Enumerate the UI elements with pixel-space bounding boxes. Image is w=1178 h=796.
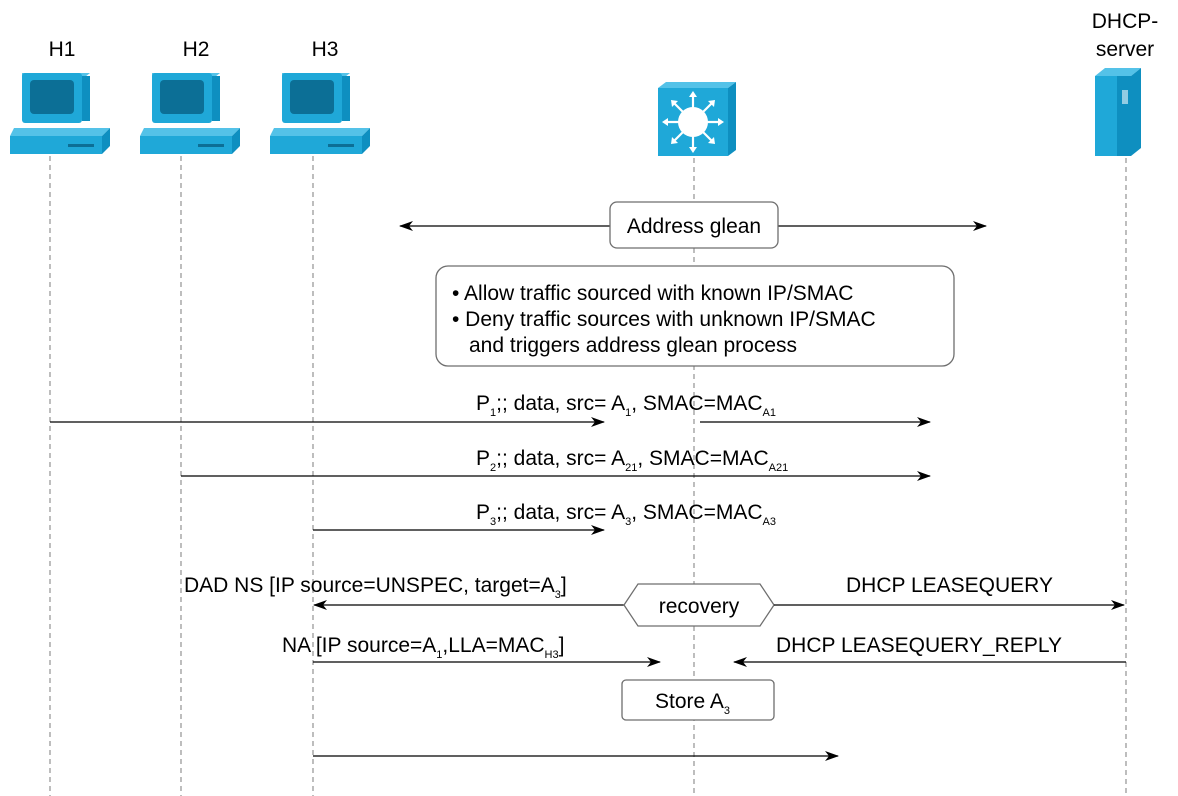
message-p3-label: P3;; data, src= A3, SMAC=MACA3 — [476, 501, 776, 528]
message-p2-label: P2;; data, src= A21, SMAC=MACA21 — [476, 447, 788, 474]
store-label: Store A3 — [655, 690, 730, 717]
policy-line-trigger: and triggers address glean process — [469, 334, 797, 357]
message-p1-label: P1;; data, src= A1, SMAC=MACA1 — [476, 392, 776, 419]
switch-icon — [658, 82, 736, 156]
policy-line-deny: • Deny traffic sources with unknown IP/S… — [452, 308, 876, 331]
participant-server-label-line1: DHCP- — [1092, 10, 1159, 33]
workstation-icon — [140, 73, 240, 154]
server-icon — [1095, 68, 1141, 156]
store-box — [621, 679, 775, 721]
policy-note-box — [435, 265, 955, 367]
recovery-label: recovery — [659, 595, 740, 618]
workstation-icon — [10, 73, 110, 154]
leasequery-reply-label: DHCP LEASEQUERY_REPLY — [776, 634, 1062, 657]
policy-line-allow: • Allow traffic sourced with known IP/SM… — [452, 282, 853, 305]
address-glean-box — [609, 201, 779, 249]
participant-h3-label: H3 — [312, 38, 339, 61]
leasequery-label: DHCP LEASEQUERY — [846, 574, 1053, 597]
participant-server-label-line2: server — [1096, 38, 1154, 61]
workstation-icon — [270, 73, 370, 154]
address-glean-label: Address glean — [627, 215, 761, 238]
dad-ns-label: DAD NS [IP source=UNSPEC, target=A3] — [184, 574, 567, 601]
participant-h2-label: H2 — [183, 38, 210, 61]
participant-h1-label: H1 — [49, 38, 76, 61]
na-label: NA [IP source=A1,LLA=MACH3] — [282, 634, 564, 661]
